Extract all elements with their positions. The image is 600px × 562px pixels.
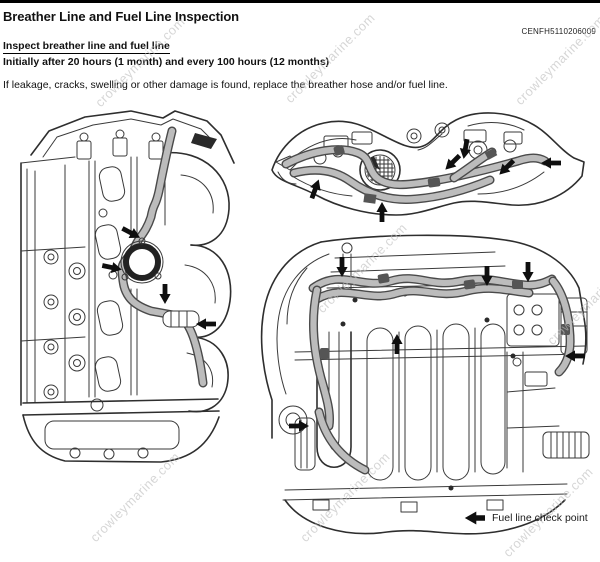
engine-top-view-figure [271,112,585,222]
check-point-arrow [336,257,348,277]
engine-outline [20,110,235,463]
engine-side-view-figure [20,110,235,463]
fuel-filter [162,310,200,328]
check-point-arrow [289,420,309,432]
engine-rear-view-figure [260,234,590,535]
check-point-arrow [306,177,324,201]
fuel-line-check-point-label: Fuel line check point [492,512,588,524]
inspection-note: If leakage, cracks, swelling or other da… [3,79,448,91]
fuel-line-check-point-arrow-icon [464,511,485,525]
top-rule [0,0,600,3]
check-point-arrow [522,262,534,282]
bolt-bosses [43,208,118,412]
fuel-line-highlights [308,273,575,475]
check-point-arrow [159,284,171,304]
throttle-body [120,237,164,284]
page-title: Breather Line and Fuel Line Inspection [3,9,240,24]
check-point-arrow [376,202,388,222]
hose-highlights [281,145,550,204]
inspection-heading: Inspect breather line and fuel line [3,40,170,54]
fuel-line-check-point-callout: Fuel line check point [459,511,588,525]
inspection-interval: Initially after 20 hours (1 month) and e… [3,56,330,68]
engine-outline [260,234,590,535]
document-code: CENFH5110206009 [521,27,596,36]
